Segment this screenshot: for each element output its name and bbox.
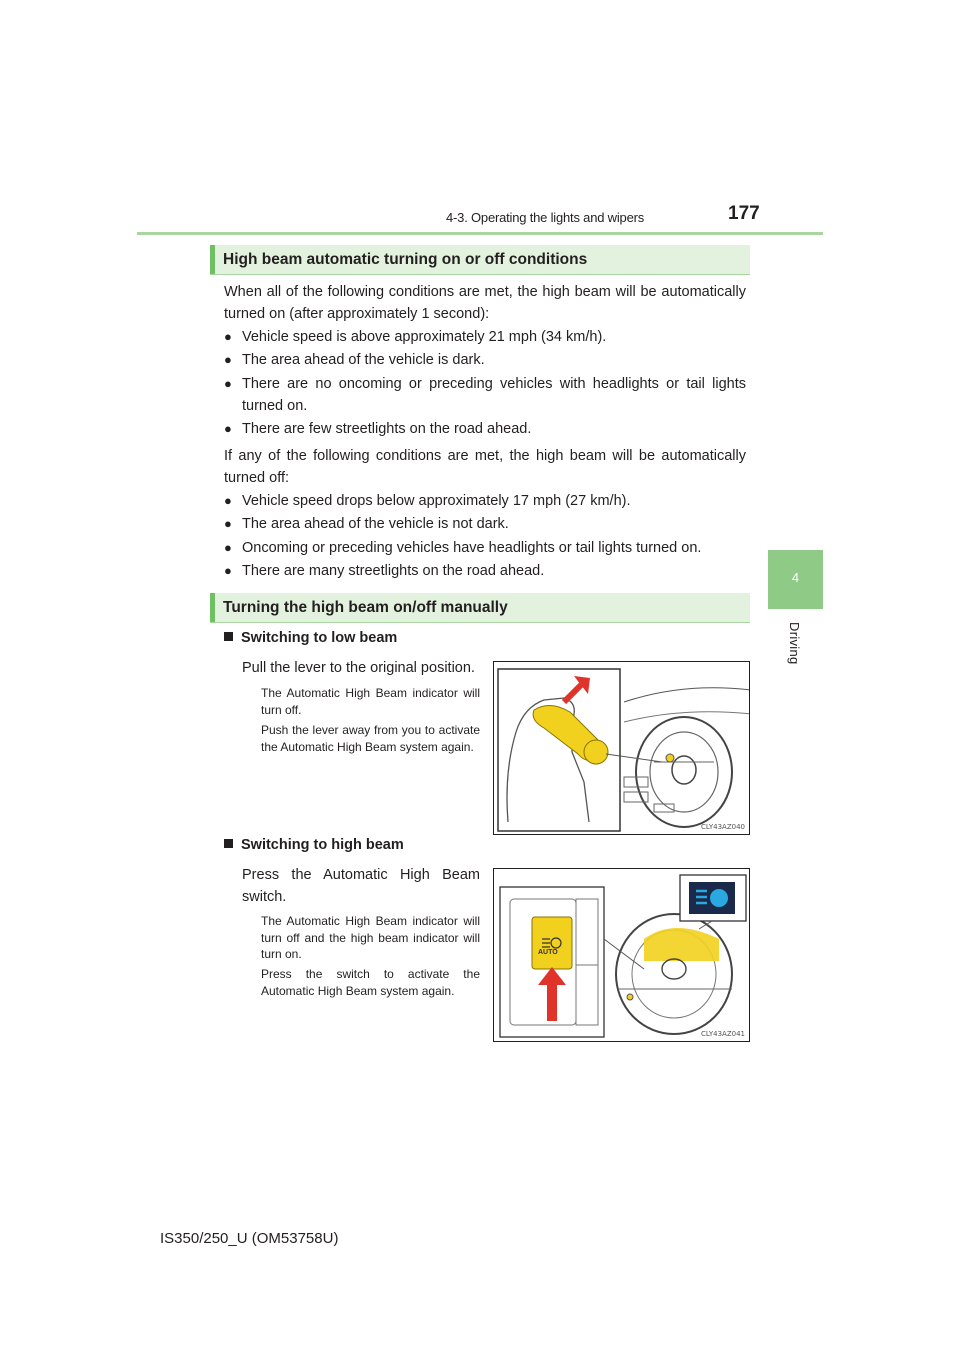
list-item: ●There are no oncoming or preceding vehi… (224, 373, 746, 417)
switch-illustration (499, 874, 747, 1038)
bullet-icon: ● (224, 493, 232, 508)
square-bullet-icon (224, 839, 233, 848)
bullet-icon: ● (224, 376, 232, 391)
chapter-label: Driving (787, 622, 802, 665)
auto-switch-label: AUTO (538, 949, 558, 956)
list-item: ●There are many streetlights on the road… (224, 560, 746, 582)
bullet-icon: ● (224, 563, 232, 578)
subheading-low-beam: Switching to low beam (224, 630, 397, 646)
list-item: ●There are few streetlights on the road … (224, 418, 746, 440)
list-item: ●The area ahead of the vehicle is dark. (224, 349, 746, 371)
list-item: ●Oncoming or preceding vehicles have hea… (224, 537, 746, 559)
low-beam-note-1: The Automatic High Beam indicator will t… (261, 686, 480, 717)
figure-code: CLY43AZ041 (701, 1030, 745, 1038)
lever-illustration (497, 668, 749, 832)
square-bullet-icon (224, 632, 233, 641)
figure-high-beam-switch: AUTO CLY43AZ041 (493, 868, 750, 1042)
list-item: ●The area ahead of the vehicle is not da… (224, 513, 746, 535)
bullet-icon: ● (224, 352, 232, 367)
model-footer: IS350/250_U (OM53758U) (160, 1230, 339, 1247)
intro-on-paragraph: When all of the following conditions are… (224, 284, 746, 322)
bullet-icon: ● (224, 421, 232, 436)
figure-code: CLY43AZ040 (701, 823, 745, 831)
subheading-high-beam: Switching to high beam (224, 837, 404, 853)
bullet-icon: ● (224, 516, 232, 531)
section-heading-auto-conditions: High beam automatic turning on or off co… (210, 245, 750, 275)
bullet-icon: ● (224, 329, 232, 344)
header-divider (137, 232, 823, 235)
list-item: ●Vehicle speed drops below approximately… (224, 490, 746, 512)
low-beam-note-2: Push the lever away from you to activate… (261, 723, 480, 754)
section-title: 4-3. Operating the lights and wipers (446, 210, 645, 225)
intro-off-paragraph: If any of the following conditions are m… (224, 448, 746, 486)
high-beam-instruction: Press the Automatic High Beam switch. (242, 867, 480, 905)
low-beam-instruction: Pull the lever to the original position. (242, 660, 475, 676)
high-beam-note-2: Press the switch to activate the Automat… (261, 967, 480, 998)
section-heading-manual: Turning the high beam on/off manually (210, 593, 750, 623)
high-beam-note-1: The Automatic High Beam indicator will t… (261, 914, 480, 961)
bullet-icon: ● (224, 540, 232, 555)
list-item: ●Vehicle speed is above approximately 21… (224, 326, 746, 348)
figure-low-beam-lever: CLY43AZ040 (493, 661, 750, 835)
chapter-tab (768, 550, 823, 609)
page-number: 177 (728, 203, 760, 224)
chapter-number: 4 (791, 570, 800, 585)
